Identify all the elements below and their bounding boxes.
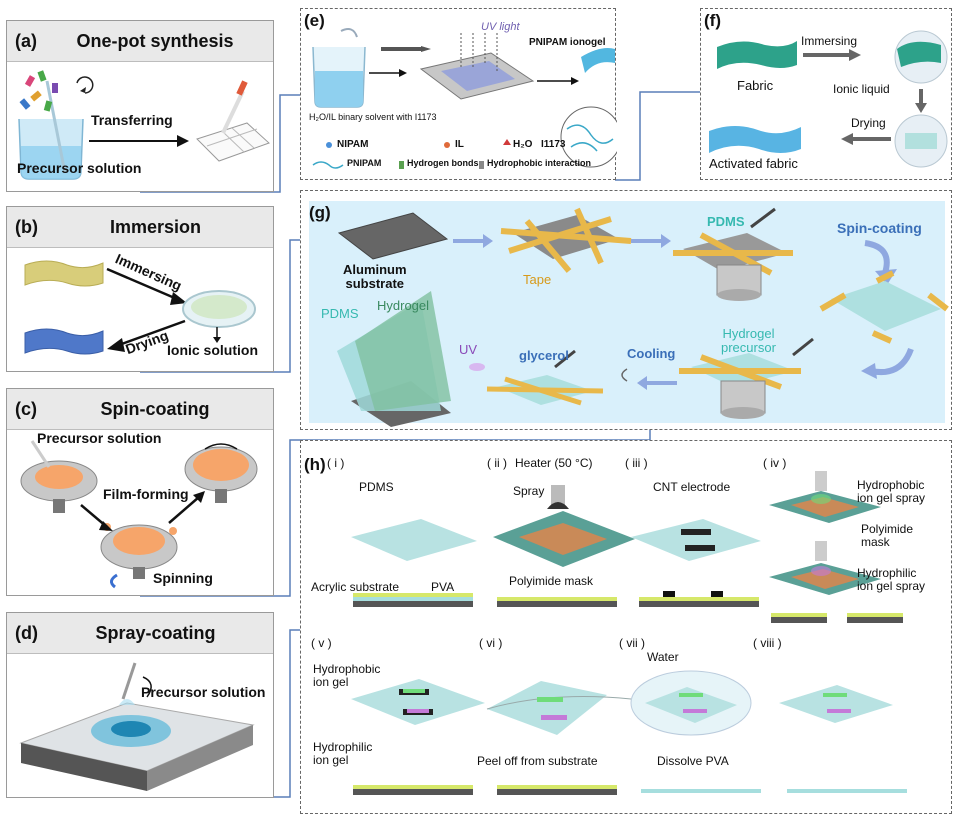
panel-e-label: (e) [304, 11, 325, 30]
legend-i1173: I1173 [541, 139, 566, 150]
panel-d-title: Spray-coating [95, 622, 216, 643]
legend-h2o: H₂O [513, 139, 533, 150]
step-vii-label: ( vii ) [619, 636, 645, 650]
panel-a: (a) One-pot synthesis Transferring Precu… [6, 20, 274, 192]
hydrophilic-gel-label: Hydrophilic ion gel [313, 740, 373, 768]
hydrophobic-gel-label: Hydrophobic ion gel [313, 662, 381, 690]
glycerol-label: glycerol [519, 348, 569, 363]
pdms-h-label: PDMS [359, 480, 394, 494]
dissolve-pva-label: Dissolve PVA [657, 754, 729, 768]
ionic-solution-label: Ionic solution [167, 342, 258, 358]
acrylic-substrate-label: Acrylic substrate [311, 580, 400, 594]
step-v-label: ( v ) [311, 636, 332, 650]
fabric-activation-illustration [709, 30, 948, 168]
pdms-left-label: PDMS [321, 306, 359, 321]
immersing-fabric-label: Immersing [801, 34, 858, 48]
panel-e: (e) UV light PNIPAM ionogel H₂O/IL [300, 8, 617, 180]
hydrogel-precursor-label: Hydrogel precursor [721, 326, 776, 356]
drying-fabric-label: Drying [851, 116, 886, 130]
fabric-label: Fabric [737, 78, 774, 93]
panel-a-label: (a) [15, 30, 37, 51]
legend-nipam: NIPAM [337, 139, 369, 150]
spray-coating-illustration [19, 662, 255, 791]
legend-hydrophobic: Hydrophobic interaction [487, 158, 592, 168]
panel-d: (d) Spray-coating Precursor solution [6, 612, 274, 798]
step-ii-label: ( ii ) [487, 456, 507, 470]
spin-coating-illustration [20, 440, 258, 589]
step-i-label: ( i ) [327, 456, 345, 470]
legend-pnipam: PNIPAM [347, 158, 382, 168]
panel-c-label: (c) [15, 398, 37, 419]
spray-label: Spray [513, 484, 545, 498]
panel-c: (c) Spin-coating Precursor solution Film… [6, 388, 274, 596]
binary-solvent-label: H₂O/IL binary solvent with I1173 [309, 112, 437, 122]
panel-g-label: (g) [309, 203, 331, 222]
panel-d-label: (d) [15, 622, 38, 643]
pnipam-ionogel-label: PNIPAM ionogel [529, 37, 606, 48]
transferring-label: Transferring [91, 112, 173, 128]
hydrogel-fabrication-illustration [337, 207, 949, 427]
polyimide-mask-label: Polyimide mask [509, 574, 594, 588]
device-fabrication-illustration [351, 471, 907, 795]
beaker-illustration [18, 70, 270, 180]
water-label: Water [647, 650, 679, 664]
immersion-illustration [24, 260, 256, 355]
panel-b: (b) Immersion Immersing Drying Ionic sol… [6, 206, 274, 372]
panel-a-header: (a) One-pot synthesis [7, 21, 273, 62]
hydrogel-label: Hydrogel [377, 298, 430, 313]
film-forming-label: Film-forming [103, 486, 189, 502]
panel-c-header: (c) Spin-coating [7, 389, 273, 430]
aluminum-substrate-label: Aluminum substrate [343, 262, 407, 292]
panel-h: (h) ( i ) ( ii ) ( iii ) ( iv ) ( v ) ( … [300, 440, 952, 814]
panel-c-title: Spin-coating [100, 398, 210, 419]
cooling-label: Cooling [627, 346, 676, 361]
peel-off-label: Peel off from substrate [477, 754, 598, 768]
panel-a-title: One-pot synthesis [76, 30, 234, 51]
heater-label: Heater (50 °C) [515, 456, 593, 470]
hydrophobic-spray-label: Hydrophobic ion gel spray [857, 478, 926, 506]
tape-label: Tape [523, 272, 552, 287]
step-iv-label: ( iv ) [763, 456, 787, 470]
legend-hydrogen-bonds: Hydrogen bonds [407, 158, 479, 168]
cnt-electrode-label: CNT electrode [653, 480, 731, 494]
step-vi-label: ( vi ) [479, 636, 503, 650]
hydrophilic-spray-label: Hydrophilic ion gel spray [857, 566, 926, 594]
step-iii-label: ( iii ) [625, 456, 648, 470]
panel-f-label: (f) [704, 11, 721, 30]
pdms-top-label: PDMS [707, 214, 745, 229]
panel-d-header: (d) Spray-coating [7, 613, 273, 654]
spin-coating-g-label: Spin-coating [837, 220, 922, 236]
panel-b-header: (b) Immersion [7, 207, 273, 248]
panel-b-label: (b) [15, 216, 38, 237]
pva-label: PVA [431, 580, 455, 594]
panel-b-title: Immersion [109, 216, 201, 237]
polyimide-mask-iv-label: Polyimide mask [861, 522, 914, 550]
panel-h-label: (h) [304, 455, 326, 474]
spin-precursor-label: Precursor solution [37, 430, 162, 446]
activated-fabric-label: Activated fabric [709, 156, 798, 171]
panel-f: (f) Fabric Immersing Ionic liquid Drying… [700, 8, 952, 180]
photopolymerization-illustration [312, 28, 617, 169]
panel-g: (g) [300, 190, 952, 430]
step-viii-label: ( viii ) [753, 636, 782, 650]
precursor-solution-label: Precursor solution [17, 160, 142, 176]
uv-g-label: UV [459, 342, 478, 357]
spinning-label: Spinning [153, 570, 213, 586]
spray-precursor-label: Precursor solution [141, 684, 266, 700]
ionic-liquid-label: Ionic liquid [833, 82, 890, 96]
uv-light-label: UV light [481, 21, 520, 33]
legend-il: IL [455, 139, 464, 150]
